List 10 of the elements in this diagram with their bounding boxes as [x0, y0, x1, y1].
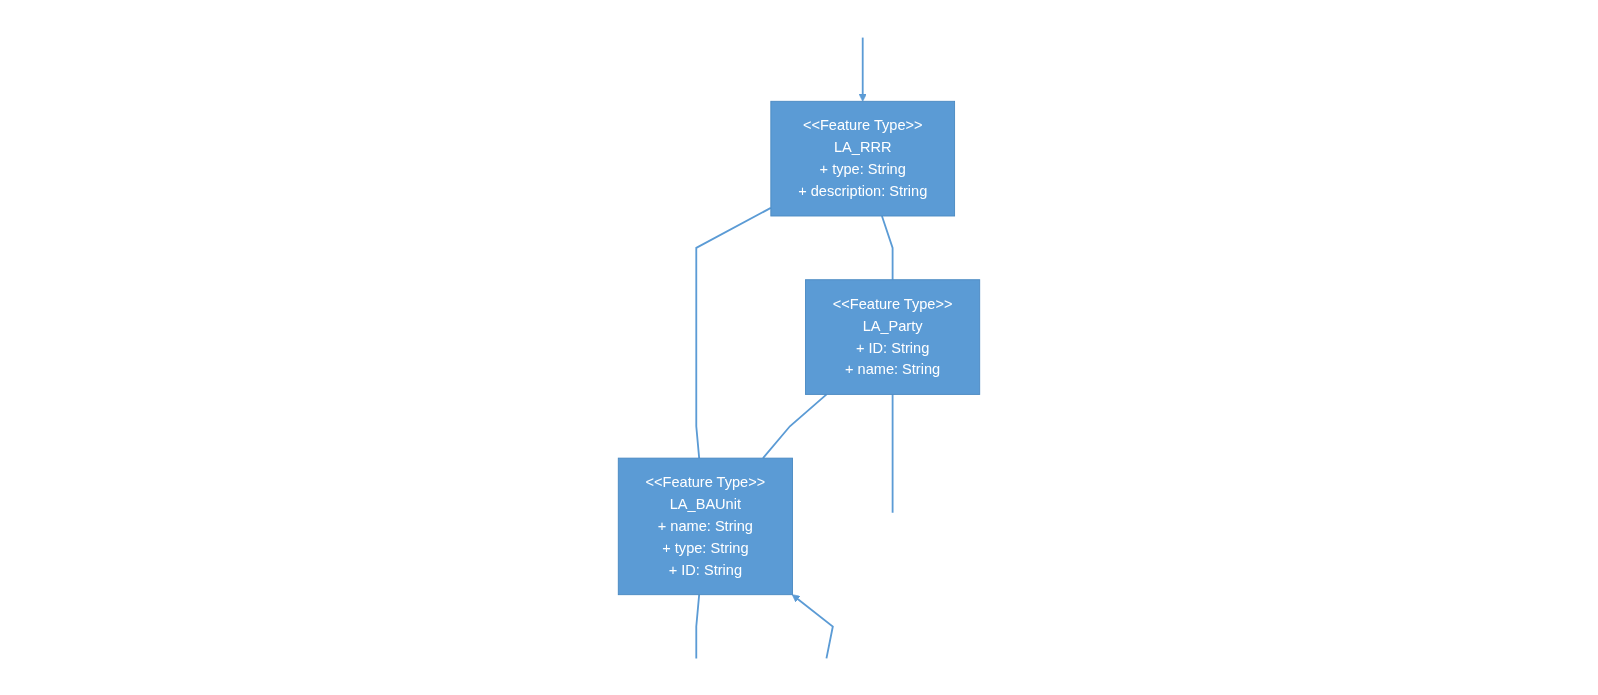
node-box: <<Feature Type>> LA_RRR + type: String + description: String [770, 100, 956, 216]
connector-line [695, 206, 772, 459]
connector-line [762, 393, 828, 459]
node-box: <<Feature Type>> LA_BAUnit + name: String + type: String + ID: String [617, 457, 793, 595]
connector-line [881, 214, 894, 281]
connector-line [791, 593, 834, 659]
connector-line [695, 593, 701, 659]
node-box: <<Feature Type>> LA_Party + ID: String + name: String [805, 278, 981, 395]
connector-line [858, 36, 867, 102]
connector-line [891, 393, 894, 514]
